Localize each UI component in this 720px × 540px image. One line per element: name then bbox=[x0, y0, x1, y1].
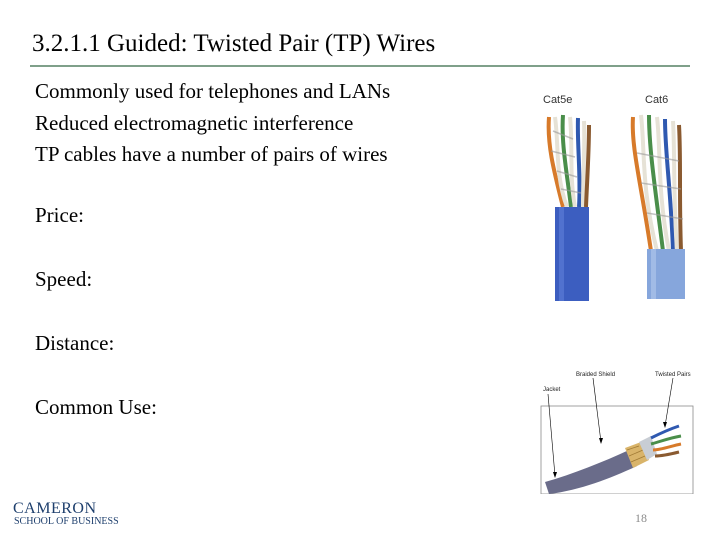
twisted-pairs-label: Twisted Pairs bbox=[655, 372, 691, 378]
twisted-pair-cable-diagram: Jacket Braided Shield Twisted Pairs bbox=[533, 364, 698, 494]
cameron-school-logo: CAMERON SCHOOL OF BUSINESS bbox=[13, 500, 119, 530]
cat6-cable bbox=[630, 114, 685, 299]
braided-shield-label: Braided Shield bbox=[576, 372, 615, 378]
common-use-label: Common Use: bbox=[35, 395, 157, 419]
bullet-list: Commonly used for telephones and LANs Re… bbox=[35, 76, 475, 171]
bullet-item: Reduced electromagnetic interference bbox=[35, 110, 354, 135]
jacket-label: Jacket bbox=[543, 387, 561, 393]
slide-title: 3.2.1.1 Guided: Twisted Pair (TP) Wires bbox=[32, 30, 436, 57]
bullet-item: Commonly used for telephones and LANs bbox=[35, 79, 391, 103]
page-number: 18 bbox=[635, 511, 647, 525]
distance-label: Distance: bbox=[35, 331, 115, 355]
price-label: Price: bbox=[35, 203, 84, 227]
bullet-item: TP cables have a number of pairs of wire… bbox=[35, 142, 388, 166]
cat5e-cat6-cable-photo: Cat5e Cat6 bbox=[533, 83, 708, 301]
title-divider bbox=[30, 65, 690, 67]
cat5e-cable bbox=[546, 114, 591, 301]
logo-line-2: SCHOOL OF BUSINESS bbox=[14, 516, 119, 527]
logo-line-1: CAMERON bbox=[13, 500, 97, 517]
speed-label: Speed: bbox=[35, 267, 93, 291]
cat5e-label: Cat5e bbox=[543, 94, 572, 106]
cat6-label: Cat6 bbox=[645, 94, 668, 106]
